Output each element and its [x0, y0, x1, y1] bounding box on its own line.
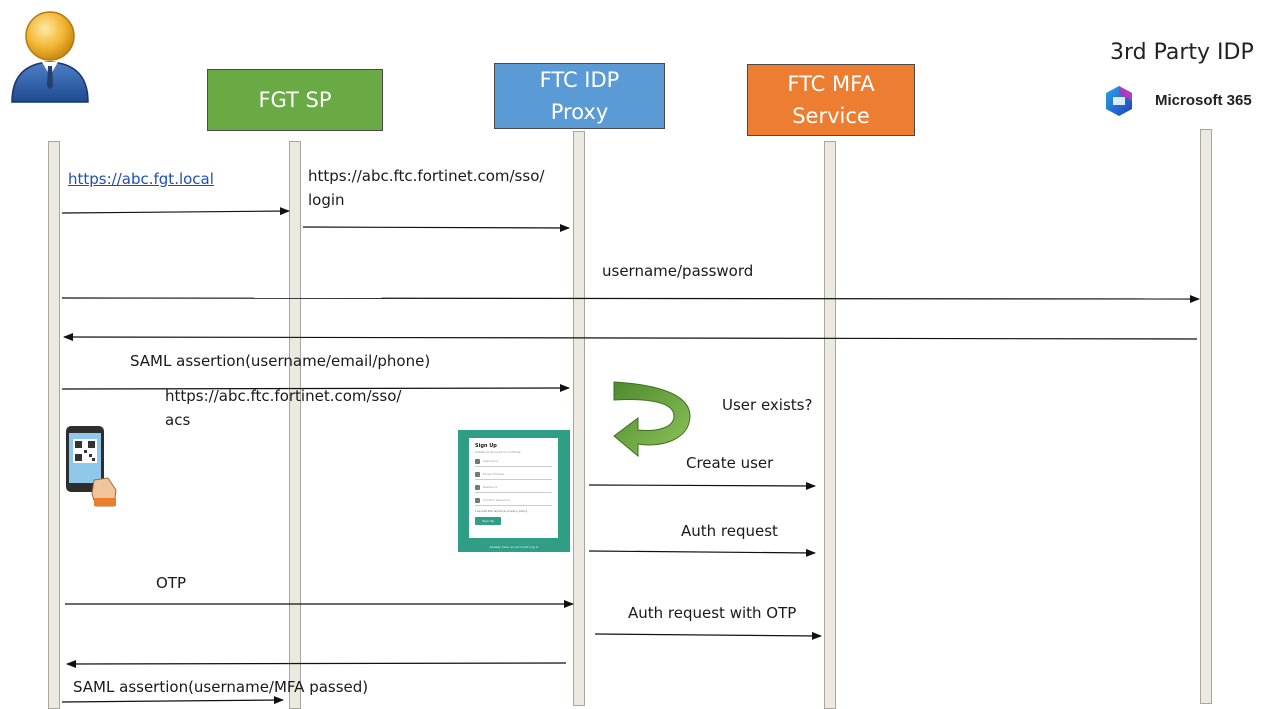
msg-create-user: Create user	[686, 454, 774, 472]
msg-sso-login: https://abc.ftc.fortinet.com/sso/ login	[308, 164, 544, 212]
signup-field: Username	[475, 457, 552, 467]
microsoft-365-label: Microsoft 365	[1155, 92, 1252, 109]
arrow-idp-to-mfa-create-user	[588, 481, 816, 490]
arrow-user-to-third-party	[61, 294, 1200, 303]
signup-button: Sign Up	[475, 517, 501, 525]
user-avatar-icon	[11, 11, 89, 103]
signup-field: Confirm password	[475, 496, 552, 506]
user-field-icon	[475, 459, 480, 464]
fgt-sp-label: FGT SP	[258, 88, 332, 112]
msg-sso-login-line1: https://abc.ftc.fortinet.com/sso/	[308, 167, 545, 185]
arrow-third-party-to-user	[63, 333, 1198, 342]
link-prefix[interactable]: https://	[68, 170, 122, 188]
arrow-user-to-idp-proxy-saml	[61, 384, 570, 393]
msg-sso-login-line2: login	[308, 191, 345, 209]
signup-subtitle: Create an account to continue	[475, 450, 521, 454]
signup-footer: Already have an account? Log in	[489, 545, 539, 549]
email-field-icon	[475, 472, 480, 477]
arrow-user-to-fgt	[61, 207, 290, 216]
phone-qr-icon	[66, 426, 117, 507]
msg-saml-assertion: SAML assertion(username/email/phone)	[130, 352, 431, 370]
signup-card: Sign Up Create an account to continue Us…	[469, 438, 558, 538]
msg-sso-acs-line2: acs	[165, 411, 191, 429]
signup-field-placeholder: Confirm password	[483, 498, 511, 502]
fgt-sp-header: FGT SP	[207, 69, 383, 131]
msg-auth-request: Auth request	[681, 522, 778, 540]
arrow-fgt-to-idp-proxy	[302, 223, 570, 232]
ftc-mfa-label-line1: FTC MFA	[787, 72, 875, 96]
lock-field-icon	[475, 498, 480, 503]
link-host[interactable]: abc.fgt.local	[121, 170, 214, 188]
ftc-idp-proxy-header: FTC IDP Proxy	[494, 63, 665, 129]
ftc-idp-proxy-label-line1: FTC IDP	[539, 68, 620, 92]
arrow-idp-to-user	[66, 659, 567, 668]
lock-field-icon	[475, 485, 480, 490]
msg-user-exists: User exists?	[722, 396, 813, 414]
msg-sso-acs-line1: https://abc.ftc.fortinet.com/sso/	[165, 387, 402, 405]
msg-auth-request-otp: Auth request with OTP	[628, 604, 797, 622]
signup-terms: I accept the terms & privacy policy	[475, 509, 528, 513]
signup-field-placeholder: Password	[483, 485, 498, 489]
ftc-mfa-label-line2: Service	[792, 104, 870, 128]
arrow-idp-to-mfa-otp	[594, 631, 822, 640]
signup-field: Password	[475, 483, 552, 493]
third-party-idp-title: 3rd Party IDP	[1110, 40, 1254, 65]
arrow-user-to-fgt-final	[61, 696, 284, 705]
lifeline-third-party-idp	[1200, 129, 1212, 704]
curved-arrow-icon	[613, 381, 691, 458]
ftc-idp-proxy-label-line2: Proxy	[550, 100, 609, 124]
arrow-idp-to-mfa-auth-request	[588, 548, 816, 557]
signup-title: Sign Up	[475, 443, 497, 449]
msg-username-password: username/password	[602, 262, 754, 280]
msg-abc-fgt-local[interactable]: https://abc.fgt.local	[68, 167, 214, 191]
signup-field-placeholder: Email address	[483, 472, 505, 476]
lifeline-ftc-idp-proxy	[573, 131, 585, 706]
msg-sso-acs: https://abc.ftc.fortinet.com/sso/ acs	[165, 384, 401, 432]
signup-form-image: Sign Up Create an account to continue Us…	[458, 430, 570, 552]
msg-otp: OTP	[156, 574, 187, 592]
msg-saml-mfa-passed: SAML assertion(username/MFA passed)	[73, 678, 369, 696]
signup-field-placeholder: Username	[483, 459, 499, 463]
signup-field: Email address	[475, 470, 552, 480]
microsoft-365-icon	[1106, 86, 1132, 116]
ftc-mfa-service-header: FTC MFA Service	[747, 64, 915, 136]
